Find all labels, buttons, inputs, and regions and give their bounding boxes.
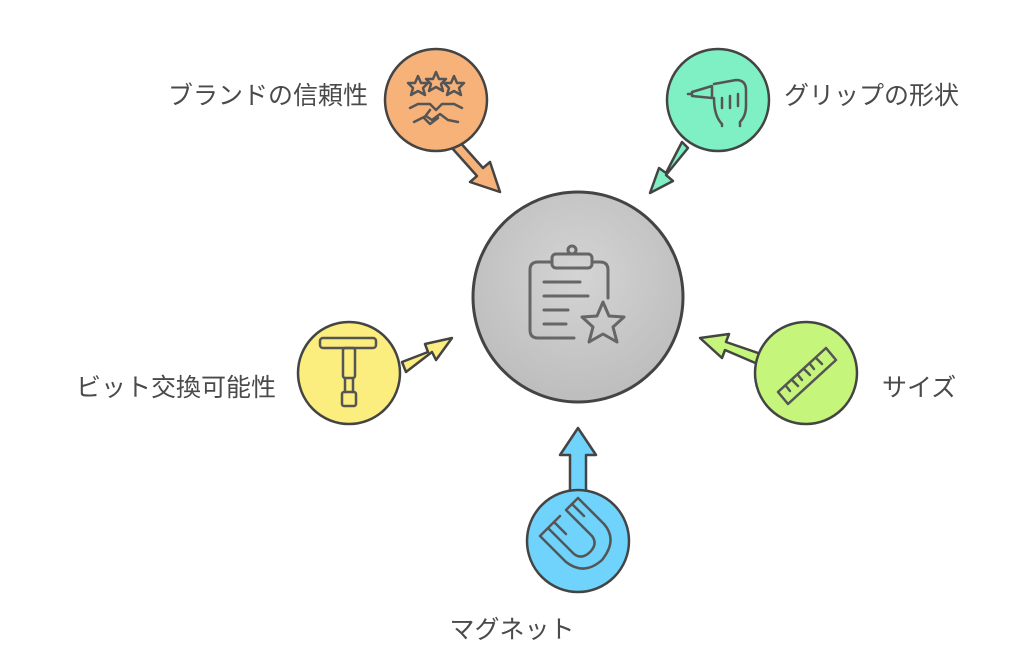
grip-node bbox=[665, 47, 771, 153]
ruler-icon bbox=[776, 346, 838, 406]
bit-label: ビット交換可能性 bbox=[75, 373, 276, 402]
stars-handshake-icon bbox=[406, 70, 466, 126]
magnet-node bbox=[525, 488, 631, 594]
bit-arrow bbox=[400, 336, 454, 374]
magnet-icon bbox=[538, 496, 612, 570]
t-handle-wrench-icon bbox=[318, 336, 378, 408]
magnet-arrow bbox=[558, 426, 598, 494]
magnet-label: マグネット bbox=[449, 615, 575, 644]
hand-grip-pen-icon bbox=[686, 78, 748, 128]
brand-label: ブランドの信頼性 bbox=[167, 81, 368, 110]
size-arrow bbox=[698, 332, 766, 367]
brand-node bbox=[383, 47, 489, 153]
size-label: サイズ bbox=[882, 373, 957, 402]
brand-arrow bbox=[450, 138, 502, 194]
grip-label: グリップの形状 bbox=[784, 81, 960, 110]
size-node bbox=[753, 320, 859, 426]
bit-node bbox=[296, 320, 402, 426]
center-node bbox=[471, 190, 685, 404]
clipboard-star-icon bbox=[528, 244, 626, 344]
grip-arrow bbox=[648, 140, 690, 195]
